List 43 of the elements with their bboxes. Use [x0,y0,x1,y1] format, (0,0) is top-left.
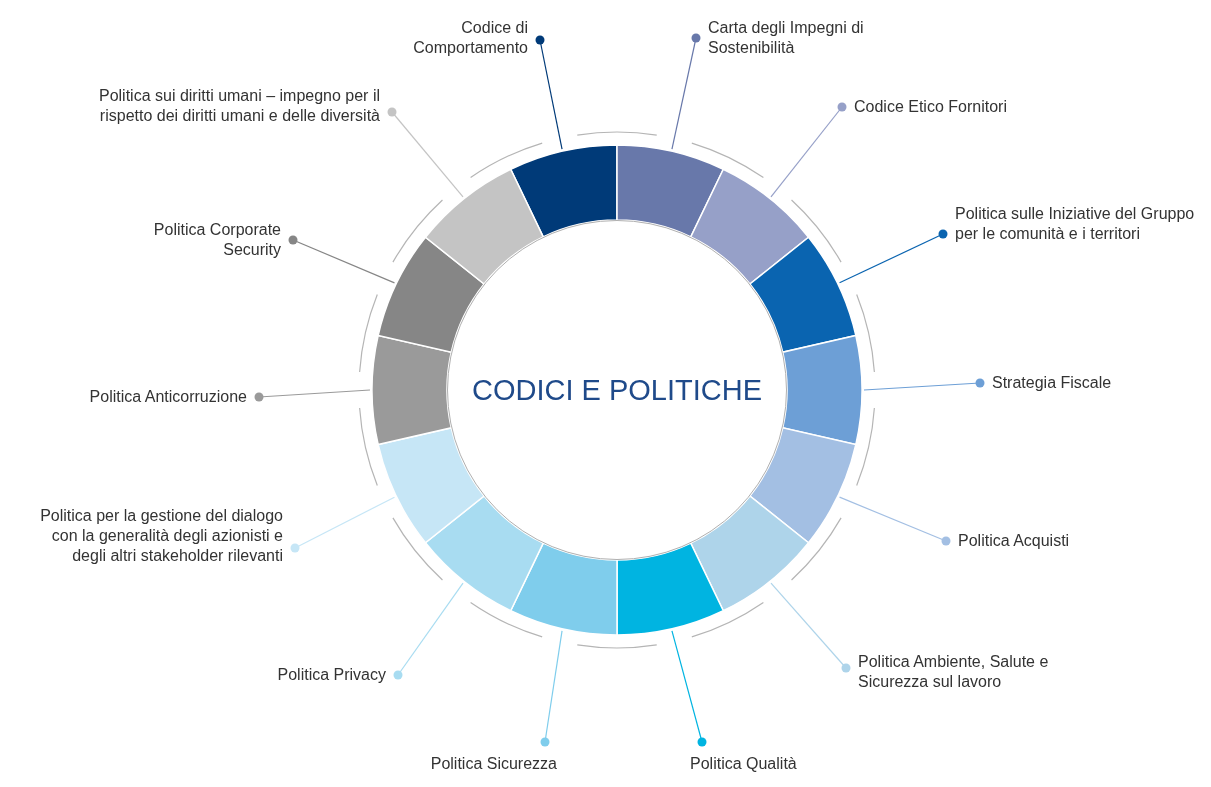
ring-segment [424,495,544,612]
ring-segment [424,168,544,285]
ring-segment [690,495,810,612]
policy-label: Politica Corporate Security [152,220,281,260]
policy-label: Politica Qualità [690,754,798,774]
policy-label: Politica Acquisti [958,531,1071,551]
leader-line [290,496,396,553]
policy-label: Politica Ambiente, Salute e Sicurezza sul lavoro [858,652,1050,692]
policy-label: Carta degli Impegni di Sostenibilità [708,18,865,58]
policy-label: Politica per la gestione del dialogo con la generalità degli azionisti e degli altri stakeholder rilevanti [39,506,283,566]
ring-segment [509,144,618,238]
leader-line [671,630,707,747]
leader-line [254,389,371,402]
policy-label: Politica Sicurezza [429,754,557,774]
policy-label: Politica sulle Iniziative del Gruppo per le comunità e i territori [955,204,1196,244]
ring-segment [749,427,857,544]
ring-segment [371,334,452,446]
policy-label: Strategia Fiscale [992,373,1113,393]
ring-segment [377,236,485,353]
leader-line [393,582,464,680]
leader-line [288,235,396,284]
ring-segment [782,334,863,446]
leader-line [863,378,985,391]
ring-segment [616,144,725,238]
leader-line [540,630,563,747]
leader-line [671,33,701,150]
policy-label: Codice di Comportamento [412,18,528,58]
policy-label: Codice Etico Fornitori [854,97,1008,117]
ring-segment [749,236,857,353]
policy-label: Politica sui diritti umani – impegno per il rispetto dei diritti umani e delle diversità [98,86,380,126]
policy-label: Politica Anticorruzione [88,387,247,407]
leader-line [387,107,464,198]
leader-line [838,496,951,546]
policy-label: Politica Privacy [276,665,386,685]
leader-line [770,582,851,673]
ring-segment [509,542,618,636]
ring-segment [377,427,485,544]
center-title: CODICI E POLITICHE [471,373,762,407]
leader-line [838,229,948,284]
ring-segment [616,542,725,636]
leader-line [770,102,847,198]
leader-line [535,35,563,150]
ring-segment [690,168,810,285]
